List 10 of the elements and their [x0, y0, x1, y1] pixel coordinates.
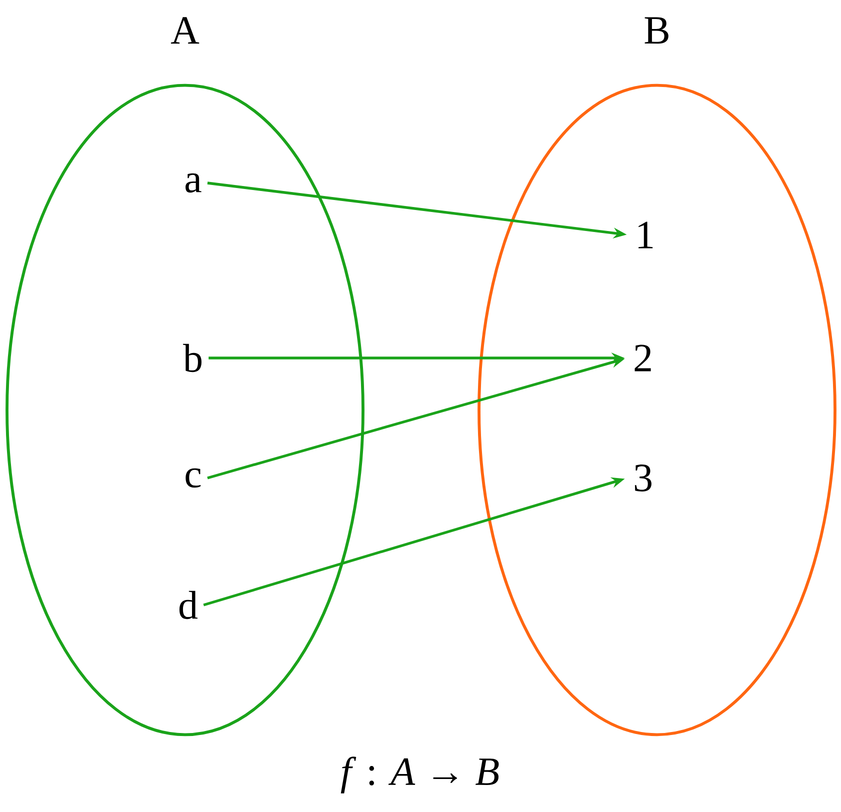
node-label: B [644, 17, 668, 44]
element-label: 2 [634, 344, 651, 372]
element-label: b [183, 344, 202, 372]
node-label: A [170, 17, 200, 44]
element-label: c [186, 468, 201, 488]
element-label: 1 [638, 222, 653, 248]
caption: f : A → B [340, 756, 499, 794]
element-label: a [186, 173, 202, 193]
element-label: 3 [634, 464, 652, 492]
element-label: d [179, 590, 198, 620]
